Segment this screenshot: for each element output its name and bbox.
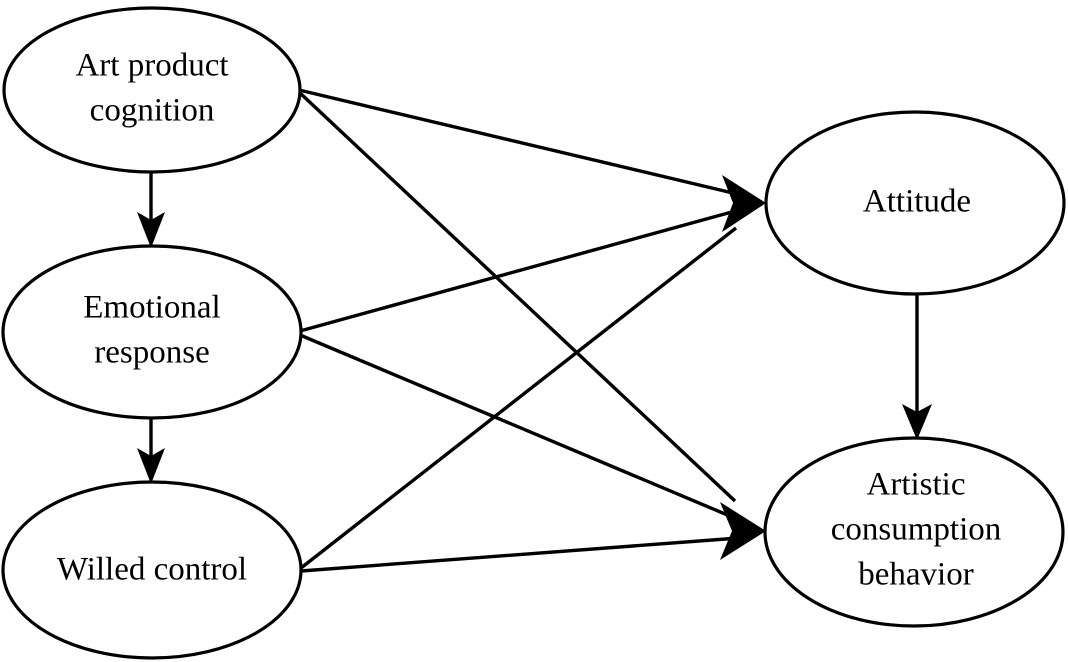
edge-line <box>299 333 738 521</box>
edge-emotion-to-attitude <box>299 208 740 333</box>
node-layer: Art product cognition Emotional response… <box>1 6 1066 660</box>
edge-line <box>298 88 738 196</box>
node-emotional-response[interactable]: Emotional response <box>1 244 303 420</box>
node-shape[interactable] <box>1 480 303 660</box>
edge-willed-to-attitude <box>299 226 738 570</box>
arrowhead-icon <box>137 448 165 484</box>
node-label: Art product <box>75 48 228 84</box>
arrowhead-icon-attitude <box>722 175 766 232</box>
node-label: Willed control <box>57 552 247 588</box>
edge-willed-to-behavior <box>300 536 740 573</box>
edge-line <box>298 91 737 503</box>
node-attitude[interactable]: Attitude <box>764 110 1066 296</box>
node-label: cognition <box>90 93 215 129</box>
node-label: response <box>94 335 209 371</box>
node-label: Emotional <box>83 290 220 326</box>
edge-line <box>299 226 738 570</box>
node-shape[interactable] <box>2 6 302 174</box>
edge-line <box>299 208 740 333</box>
node-label: Attitude <box>863 184 971 220</box>
arrowhead-icon-behavior <box>720 502 766 560</box>
node-label: Artistic <box>867 467 966 503</box>
edge-attitude-to-behavior <box>902 294 932 440</box>
node-willed-control[interactable]: Willed control <box>1 480 303 660</box>
arrowhead-icon <box>137 212 165 248</box>
edge-cognition-to-attitude <box>298 88 738 196</box>
edge-cognition-to-behavior <box>298 91 737 503</box>
arrowhead-icon <box>902 404 932 440</box>
node-art-product-cognition[interactable]: Art product cognition <box>2 6 302 174</box>
edge-line <box>300 536 740 573</box>
node-artistic-consumption-behavior[interactable]: Artistic consumption behavior <box>763 436 1065 628</box>
node-label: behavior <box>858 557 973 593</box>
node-shape[interactable] <box>1 244 303 420</box>
edge-cognition-to-emotion <box>137 172 165 248</box>
node-shape[interactable] <box>764 110 1066 296</box>
node-label: consumption <box>831 512 1002 548</box>
edge-emotion-to-behavior <box>299 333 738 521</box>
edge-layer <box>137 88 932 573</box>
node-shape[interactable] <box>763 436 1065 628</box>
edge-emotion-to-willed <box>137 418 165 484</box>
